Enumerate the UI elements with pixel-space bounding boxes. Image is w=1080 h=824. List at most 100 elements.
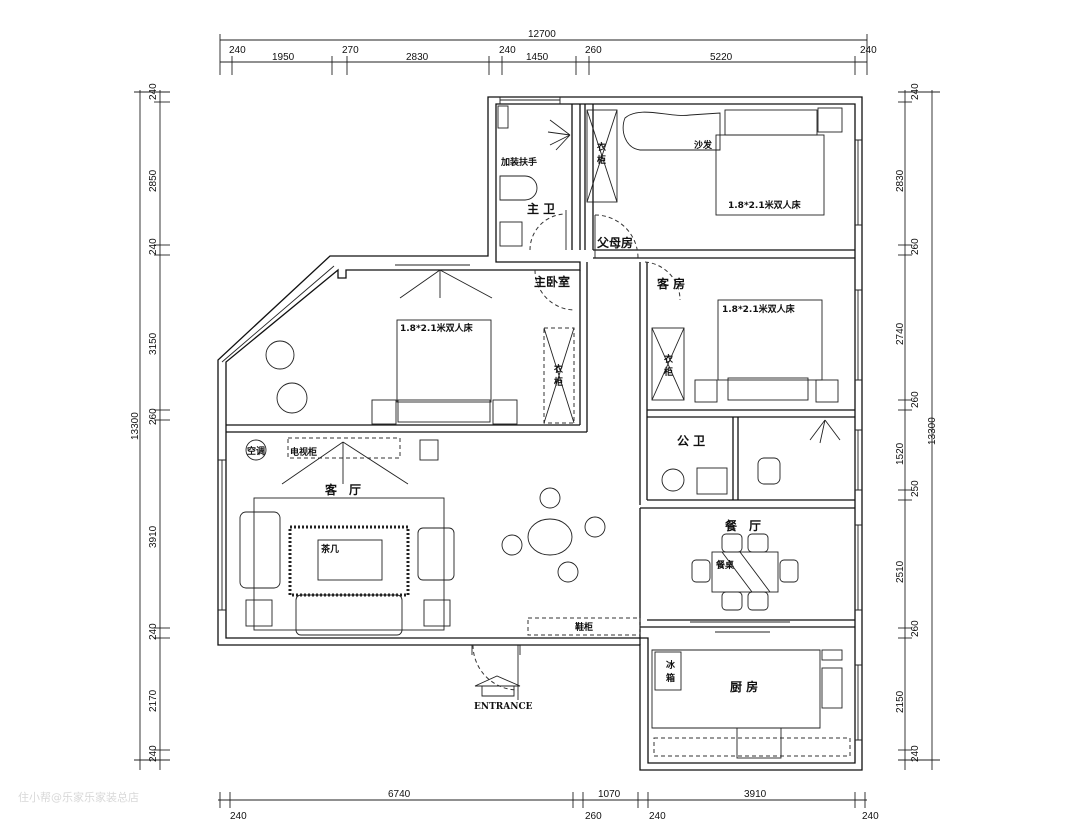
label-wardrobe-1: 衣 [664, 353, 673, 365]
wardrobe [543, 327, 575, 424]
dim-right-2: 2830 [895, 169, 906, 192]
round-chair-icon [265, 340, 295, 370]
basin-icon [696, 467, 728, 495]
armchair-icon [276, 382, 308, 414]
label-wardrobe-1: 衣 [554, 363, 563, 375]
dim-bottom-6: 3910 [744, 789, 767, 800]
dim-left-9: 240 [148, 745, 159, 762]
dim-bottom-5: 240 [649, 811, 666, 822]
label-fridge-1: 冰 [666, 659, 676, 671]
dim-top-1: 240 [229, 45, 246, 56]
dim-left-3: 240 [148, 238, 159, 255]
label-coffee-table: 茶几 [320, 543, 339, 555]
dim-left-6: 3910 [148, 525, 159, 548]
shoe-cabinet [527, 617, 641, 636]
label-wardrobe-2: 柜 [663, 366, 673, 378]
dim-right-7: 250 [910, 480, 921, 497]
parents-bed [715, 134, 825, 216]
label-tv-cabinet: 电视柜 [290, 446, 317, 458]
dim-right-overall: 13300 [927, 417, 938, 445]
dim-right-6: 1520 [895, 442, 906, 465]
dimension-left: 13300 240 2850 240 3150 260 3910 240 217… [130, 83, 170, 770]
dimension-bottom: 240 6740 260 1070 240 3910 240 [218, 789, 879, 822]
basin-icon [499, 221, 523, 247]
sink-icon [821, 667, 843, 709]
label-bed-master: 1.8*2.1米双人床 [400, 322, 474, 334]
towel-rack-icon [497, 105, 509, 129]
walls [217, 96, 863, 771]
room-master-bath: 主 卫 [527, 201, 555, 216]
tea-table [527, 518, 573, 556]
label-air-con: 空调 [247, 445, 265, 457]
dim-left-7: 240 [148, 623, 159, 640]
dim-top-8: 5220 [710, 52, 733, 63]
dimension-right: 13300 240 2830 260 2740 260 1520 250 251… [895, 83, 940, 770]
room-living: 客 厅 [324, 482, 361, 497]
dim-right-9: 260 [910, 620, 921, 637]
chaise-sofa [622, 111, 721, 151]
dim-bottom-7: 240 [862, 811, 879, 822]
shower-icon [809, 419, 841, 444]
dim-bottom-1: 240 [230, 811, 247, 822]
nightstand-icon [371, 399, 397, 425]
master-bed [396, 319, 492, 403]
shower-icon [547, 119, 571, 151]
dim-top-6: 1450 [526, 52, 549, 63]
label-grab-bar: 加装扶手 [500, 156, 537, 168]
tv-view-lines [281, 441, 409, 485]
dim-top-9: 240 [860, 45, 877, 56]
label-wardrobe-2: 柜 [596, 154, 606, 166]
washing-machine-icon [661, 468, 685, 492]
pillows [724, 109, 818, 136]
side-table-icon [245, 599, 273, 627]
dim-bottom-4: 1070 [598, 789, 621, 800]
label-wardrobe-1: 衣 [597, 141, 606, 153]
wardrobe [651, 327, 685, 401]
fridge [654, 651, 682, 691]
room-dining: 餐 厅 [725, 518, 761, 533]
label-wardrobe-2: 柜 [553, 376, 563, 388]
label-sofa: 沙发 [694, 139, 713, 151]
dim-right-4: 2740 [895, 322, 906, 345]
dim-bottom-3: 260 [585, 811, 602, 822]
cooktop-icon [736, 727, 782, 759]
sofa [239, 511, 281, 589]
room-kitchen: 厨 房 [730, 679, 758, 694]
dim-left-4: 3150 [148, 332, 159, 355]
dim-left-overall: 13300 [130, 412, 141, 440]
dim-top-7: 260 [585, 45, 602, 56]
dim-top-2: 1950 [272, 52, 295, 63]
dim-right-3: 260 [910, 238, 921, 255]
room-guest: 客 房 [656, 276, 685, 291]
nightstand-icon [694, 379, 718, 403]
dim-left-5: 260 [148, 408, 159, 425]
dim-bottom-2: 6740 [388, 789, 411, 800]
dim-top-overall: 12700 [528, 29, 556, 40]
room-parents: 父母房 [596, 235, 633, 250]
nightstand-icon [815, 379, 839, 403]
dim-right-10: 2150 [895, 690, 906, 713]
nightstand-icon [817, 107, 843, 133]
room-master-bedroom: 主卧室 [534, 274, 570, 289]
nightstand-icon [492, 399, 518, 425]
dim-top-5: 240 [499, 45, 516, 56]
furniture [239, 105, 851, 759]
toilet-icon [499, 175, 538, 201]
room-labels: 主 卫 父母房 主卧室 客 房 客 厅 公 卫 餐 厅 厨 房 加装扶手 沙发 … [247, 139, 802, 712]
dim-right-5: 260 [910, 391, 921, 408]
dim-right-11: 240 [910, 745, 921, 762]
entrance-mat-icon [474, 675, 521, 697]
dim-right-8: 2510 [895, 560, 906, 583]
dimension-top: 12700 240 1950 270 2830 240 1450 260 522… [219, 29, 877, 75]
rug [253, 497, 445, 631]
kitchen-cabinet [653, 737, 851, 757]
tv-cabinet [287, 437, 401, 459]
label-shoe-cabinet: 鞋柜 [575, 621, 593, 633]
wardrobe [586, 109, 618, 203]
dim-left-8: 2170 [148, 689, 159, 712]
coffee-table-pattern [288, 525, 410, 597]
label-bed-guest: 1.8*2.1米双人床 [722, 303, 796, 315]
dim-top-4: 2830 [406, 52, 429, 63]
coffee-table [317, 539, 383, 581]
